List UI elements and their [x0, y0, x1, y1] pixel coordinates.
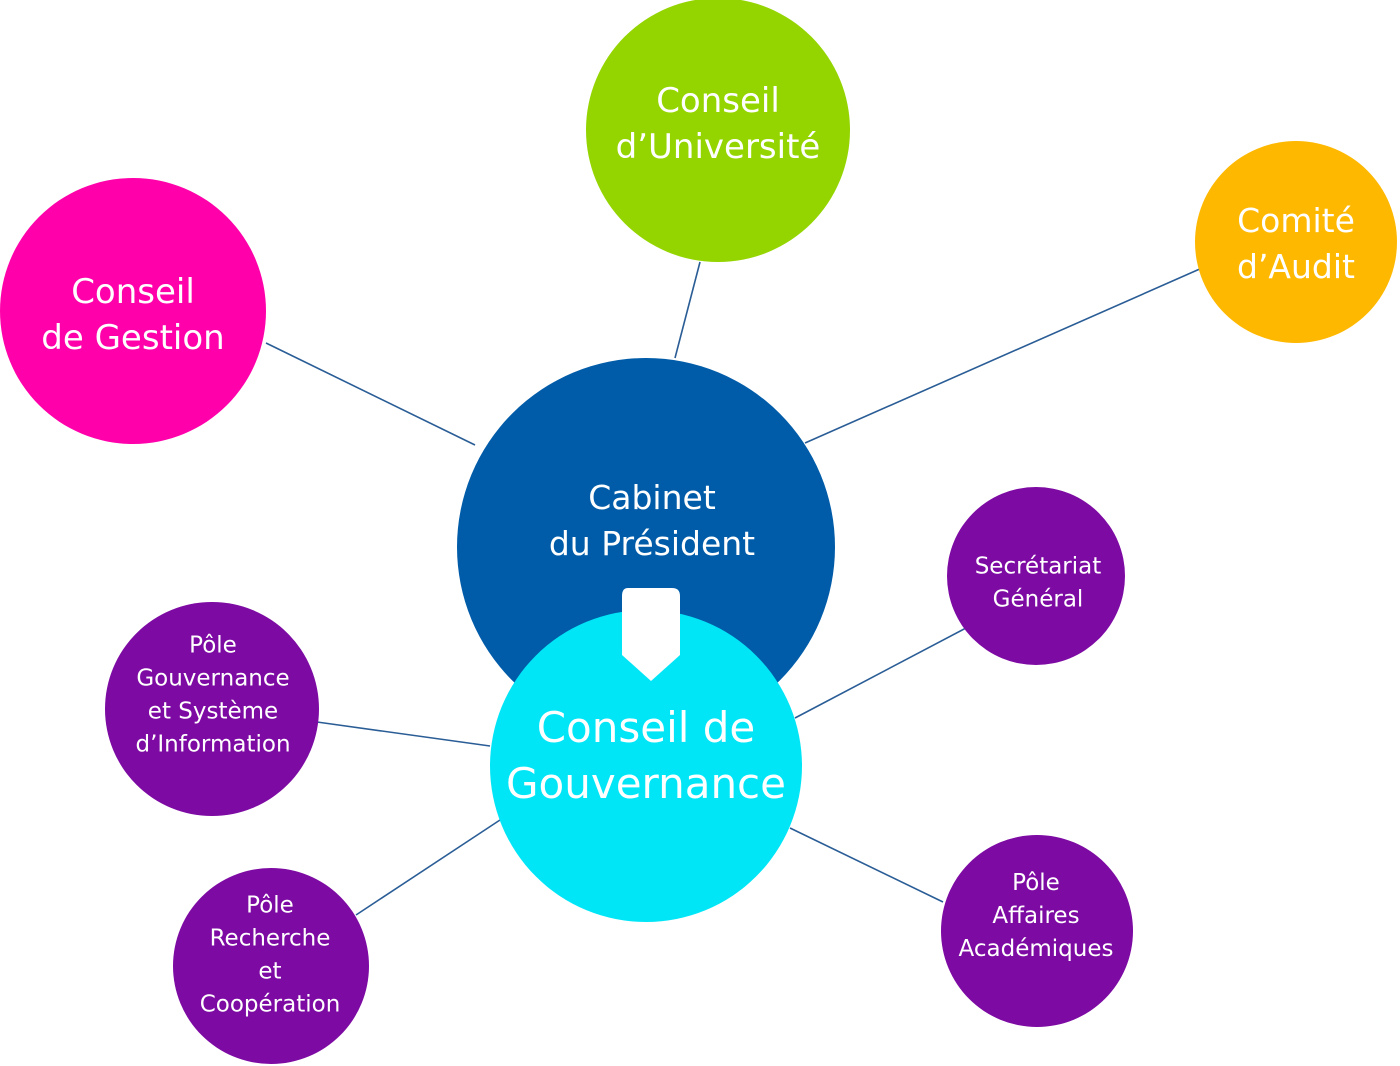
node-conseil-gestion: Conseil de Gestion — [0, 178, 266, 444]
connector-cabinet-universite — [674, 261, 701, 359]
node-label-line: Conseil — [71, 272, 195, 312]
node-label-line: Affaires — [992, 903, 1079, 929]
node-label-line: Secrétariat — [975, 553, 1102, 579]
node-label-line: de Gestion — [41, 318, 224, 358]
node-label-line: Conseil — [656, 81, 780, 121]
connector-cabinet-audit — [804, 267, 1203, 444]
node-label-line: d’Information — [135, 731, 290, 757]
node-label: Comité d’Audit — [1237, 201, 1355, 286]
node-circle — [941, 835, 1133, 1027]
node-label-line: Coopération — [200, 991, 341, 1017]
node-label-line: Pôle — [189, 632, 237, 658]
node-label-line: Gouvernance — [506, 759, 786, 808]
node-label-line: Gouvernance — [136, 665, 289, 691]
node-label: Conseil d’Université — [616, 81, 821, 167]
connectors — [265, 261, 1203, 916]
node-label-line: Général — [993, 586, 1084, 612]
node-label-line: Pôle — [246, 892, 294, 918]
connector-gouvernance-pole-rc — [355, 819, 501, 916]
connector-gouvernance-secretariat — [794, 627, 967, 719]
node-label-line: Académiques — [959, 936, 1114, 962]
node-cabinet-president: Cabinet du Président — [457, 358, 835, 736]
node-circle — [173, 868, 369, 1064]
node-circle — [457, 358, 835, 736]
node-conseil-universite: Conseil d’Université — [586, 0, 850, 262]
connector-cabinet-gestion — [265, 342, 476, 446]
node-circle — [0, 178, 266, 444]
node-circle — [947, 487, 1125, 665]
node-label: Cabinet du Président — [549, 478, 755, 563]
node-circle — [586, 0, 850, 262]
node-comite-audit: Comité d’Audit — [1195, 141, 1397, 343]
node-label-line: d’Audit — [1237, 247, 1355, 286]
node-circle — [490, 610, 802, 922]
node-label-line: Recherche — [210, 925, 331, 951]
node-label-line: Conseil de — [537, 703, 756, 752]
node-label-line: Comité — [1237, 201, 1355, 240]
node-label-line: Pôle — [1012, 870, 1060, 896]
node-label-line: Cabinet — [588, 478, 716, 517]
node-label-line: et Système — [148, 698, 278, 724]
connector-gouvernance-pole-gsi — [316, 721, 491, 747]
node-conseil-gouvernance: Conseil de Gouvernance — [490, 610, 802, 922]
node-circle — [1195, 141, 1397, 343]
down-arrow-icon — [622, 588, 680, 681]
node-label: Conseil de Gouvernance — [506, 703, 786, 808]
node-label: Conseil de Gestion — [41, 272, 224, 358]
node-label-line: d’Université — [616, 127, 821, 167]
node-label-line: et — [258, 958, 281, 984]
connector-gouvernance-pole-aa — [789, 827, 944, 903]
node-circle — [105, 602, 319, 816]
node-label-line: du Président — [549, 524, 755, 563]
